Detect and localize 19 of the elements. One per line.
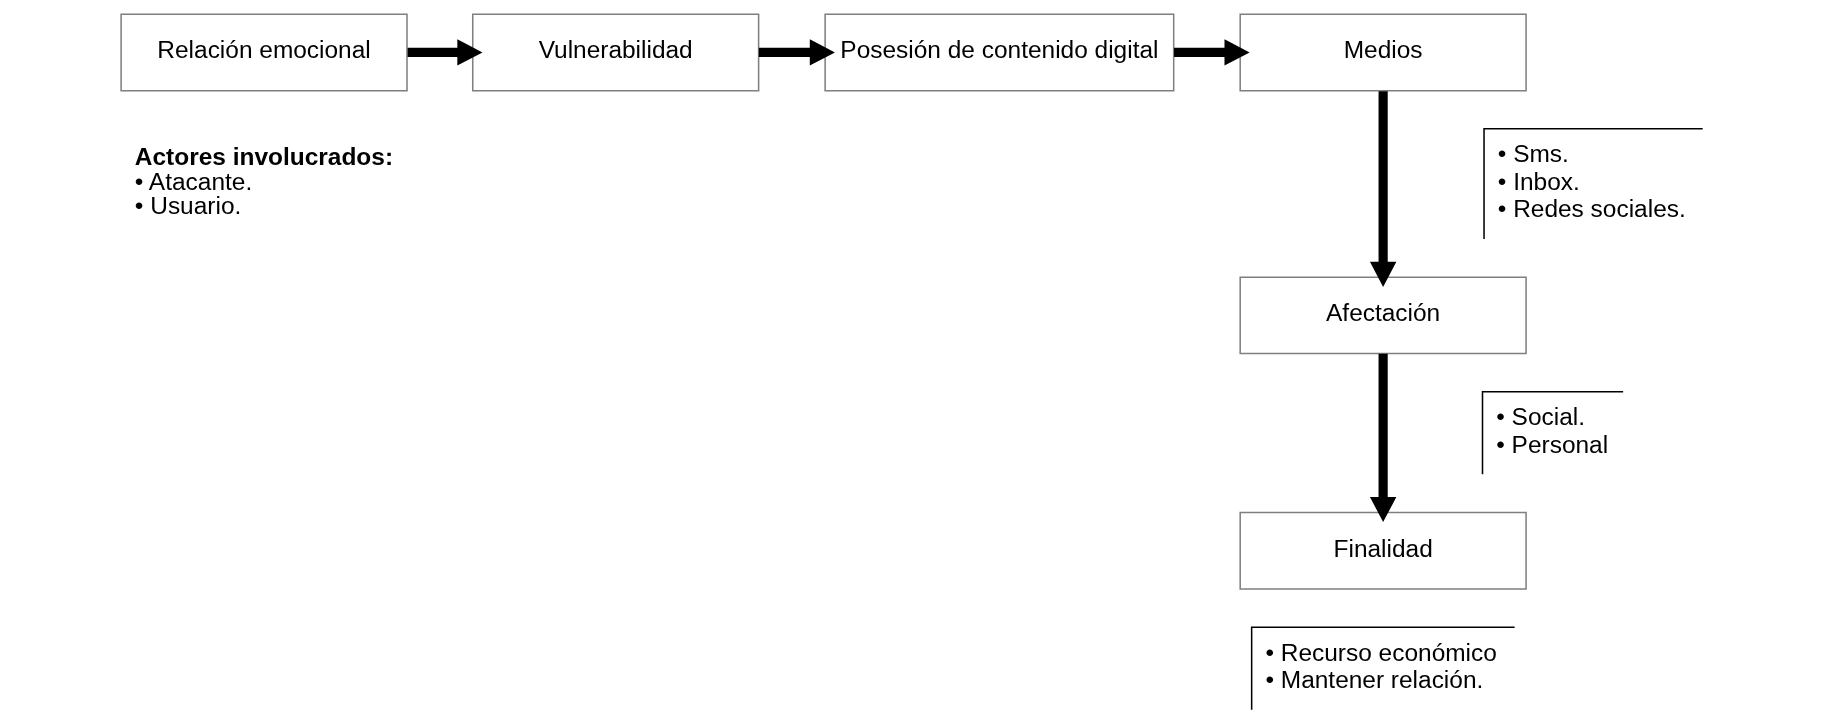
node-box: Afectación: [1238, 276, 1527, 355]
node-label: • Sms.: [1497, 140, 1569, 168]
node-label: • Social.: [1495, 403, 1585, 431]
node-box: Medios: [1238, 13, 1527, 92]
node-box: Vulnerabilidad: [471, 13, 759, 92]
arrow: [1369, 91, 1396, 287]
node-label: • Inbox.: [1497, 167, 1580, 195]
node-label: • Mantener relación.: [1264, 666, 1483, 694]
node-label: • Personal: [1495, 430, 1608, 458]
label: • Usuario.: [134, 192, 241, 220]
node-box: Relación emocional: [119, 13, 408, 92]
arrow: [407, 39, 482, 66]
node-box: Posesión de contenido digital: [823, 13, 1174, 92]
node-box: Finalidad: [1238, 511, 1527, 590]
arrow: [1369, 353, 1396, 523]
node-label: • Recurso económico: [1264, 638, 1497, 666]
arrow: [758, 39, 835, 66]
node-label: • Redes sociales.: [1497, 195, 1686, 223]
arrow: [1173, 39, 1250, 66]
